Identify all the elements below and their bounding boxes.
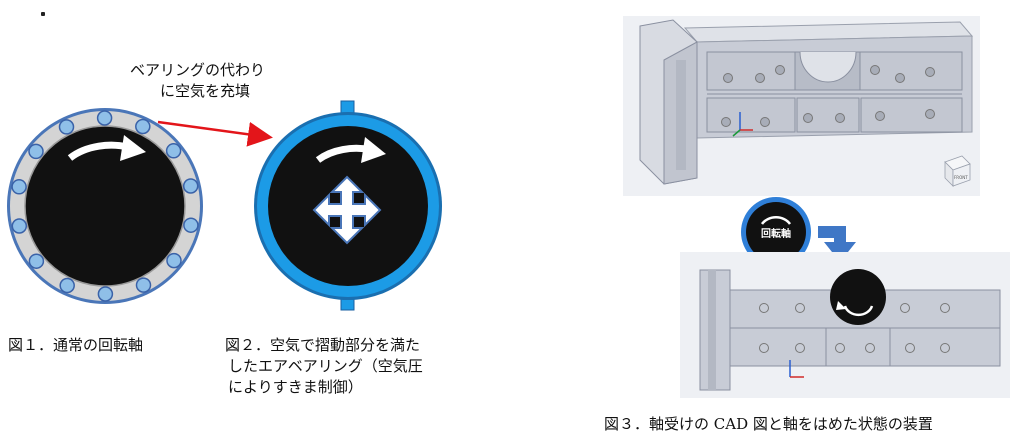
bearing-ball [11,179,27,195]
shaft-label: 回転軸 [761,229,791,240]
bearing-ball [28,253,45,269]
annotation-line-1: ベアリングの代わり [130,61,266,79]
bearing-ball [28,143,44,160]
bearing-ball [58,119,75,135]
bearing-ball [59,277,75,294]
view-cube-label: FRONT [954,175,968,180]
view-cube-icon [944,155,971,187]
bearing-ball [166,252,182,269]
figure2-rotation-arrow-icon [315,137,386,163]
corner-mark [41,12,45,16]
figure2-caption-line-2: したエアベアリング（空気圧 [228,357,423,375]
figure3-cad-top-panel [623,16,980,196]
bearing-ball [11,218,28,234]
bearing-ball [182,178,199,194]
bearing-ball [96,110,113,126]
annotation-line-2: に空気を充填 [160,82,251,100]
figure1-bearing-balls [11,110,199,302]
figure2-caption-line-1: 図２．空気で摺動部分を満た [225,336,421,354]
figure3-cad-bottom-panel [680,252,1010,398]
figure1-rotation-arrow-icon [67,135,146,161]
bearing-ball [183,217,199,233]
axis-triad-icon [732,112,753,137]
figure2-caption-line-3: によりすきま制御） [228,378,363,396]
figure1-caption: 図１．通常の回転軸 [8,336,144,354]
figure1-shaft [7,108,203,304]
shaft-badge [741,197,811,267]
bearing-ball [135,277,152,293]
figure2-four-way-arrow-icon [312,175,382,245]
red-arrow-icon [157,120,273,147]
axis-triad-icon-bottom [789,360,804,378]
bearing-ball [165,143,182,159]
bearing-ball [135,118,151,135]
figure3-caption: 図３．軸受けの CAD 図と軸をはめた状態の装置 [604,415,933,433]
bearing-ball [97,286,114,302]
